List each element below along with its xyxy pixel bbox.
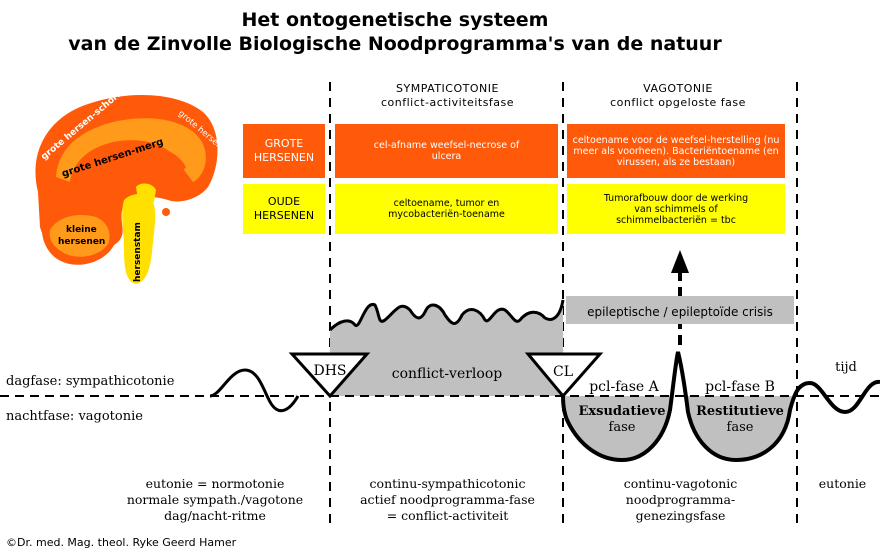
bottom-left-line1: eutonie = normotonie <box>145 476 285 491</box>
bottom-right-line3: genezingsfase <box>635 508 726 523</box>
cl-triangle <box>524 352 604 399</box>
title-line2: van de Zinvolle Biologische Noodprogramm… <box>68 33 722 55</box>
cell-grote-vagotonie: celtoename voor de weefsel-herstelling (… <box>567 124 785 178</box>
bottom-left-line2: normale sympath./vagotone <box>126 492 304 507</box>
brain-stem <box>122 194 156 284</box>
col-head-vagotonie: VAGOTONIE conflict opgeloste fase <box>568 82 788 110</box>
conflict-verloop-label: conflict-verloop <box>392 366 503 382</box>
bottom-left-line3: dag/nacht-ritme <box>164 508 266 523</box>
conflict-curve <box>328 299 565 332</box>
sympaticotonie-title: SYMPATICOTONIE <box>396 82 499 95</box>
rhythm-curve-left <box>209 368 300 413</box>
tijd-label: tijd <box>835 360 857 375</box>
dagfase-label: dagfase: sympathicotonie <box>6 374 175 389</box>
bottom-middle-text: continu-sympathicotonic actief noodprogr… <box>335 476 560 524</box>
bottom-middle-line2: actief noodprogramma-fase <box>360 492 535 507</box>
title-line1: Het ontogenetische systeem <box>241 9 549 31</box>
row-label-grote-hersenen: GROTE HERSENEN <box>243 124 325 178</box>
dhs-triangle <box>288 352 371 399</box>
col-head-sympaticotonie: SYMPATICOTONIE conflict-activiteitsfase <box>335 82 560 110</box>
credit: ©Dr. med. Mag. theol. Ryke Geerd Hamer <box>6 536 237 549</box>
conflict-area <box>330 300 563 396</box>
pcl-a-area <box>563 396 671 460</box>
bottom-right-line1: continu-vagotonic <box>623 476 738 491</box>
dhs-label: DHS <box>313 363 346 379</box>
row-label-oude-hersenen: OUDE HERSENEN <box>243 184 325 234</box>
sympaticotonie-subtitle: conflict-activiteitsfase <box>380 96 515 109</box>
vagotonic-curve <box>561 351 880 463</box>
cell-grote-sympaticotonie: cel-afname weefsel-necrose of ulcera <box>335 124 558 178</box>
nachtfase-label: nachtfase: vagotonie <box>6 409 143 424</box>
pcl-a-label: pcl-fase A <box>589 379 659 395</box>
cl-label: CL <box>553 364 573 380</box>
bottom-right-text: continu-vagotonic noodprogramma- genezin… <box>568 476 793 524</box>
bottom-right-line2: noodprogramma- <box>625 492 736 507</box>
label-hersenstam: hersenstam <box>133 222 143 282</box>
fase-a-label: fase <box>609 420 636 435</box>
cell-oude-vagotonie: Tumorafbouw door de werking van schimmel… <box>567 184 785 234</box>
restitutieve-label: Restitutieve <box>696 404 784 419</box>
pcl-b-area <box>686 396 792 460</box>
bottom-middle-line3: = conflict-activiteit <box>386 508 509 523</box>
pcl-b-label: pcl-fase B <box>705 379 775 395</box>
brain-illustration: grote hersen-schors grote hersen-merg gr… <box>35 89 228 284</box>
epileptic-arrow-head <box>671 250 689 273</box>
vagotonie-title: VAGOTONIE <box>643 82 713 95</box>
exsudatieve-label: Exsudatieve <box>579 404 666 419</box>
vagotonie-subtitle: conflict opgeloste fase <box>610 96 746 109</box>
bottom-far-right-text: eutonie <box>818 476 867 491</box>
epileptic-label: epileptische / epileptoïde crisis <box>587 305 773 319</box>
fase-b-label: fase <box>727 420 754 435</box>
bottom-left-text: eutonie = normotonie normale sympath./va… <box>95 476 335 524</box>
brain-medulla <box>56 118 206 182</box>
epileptic-box <box>566 296 794 324</box>
bottom-middle-line1: continu-sympathicotonic <box>369 476 526 491</box>
cell-oude-sympaticotonie: celtoename, tumor en mycobacteriën-toena… <box>335 184 558 234</box>
